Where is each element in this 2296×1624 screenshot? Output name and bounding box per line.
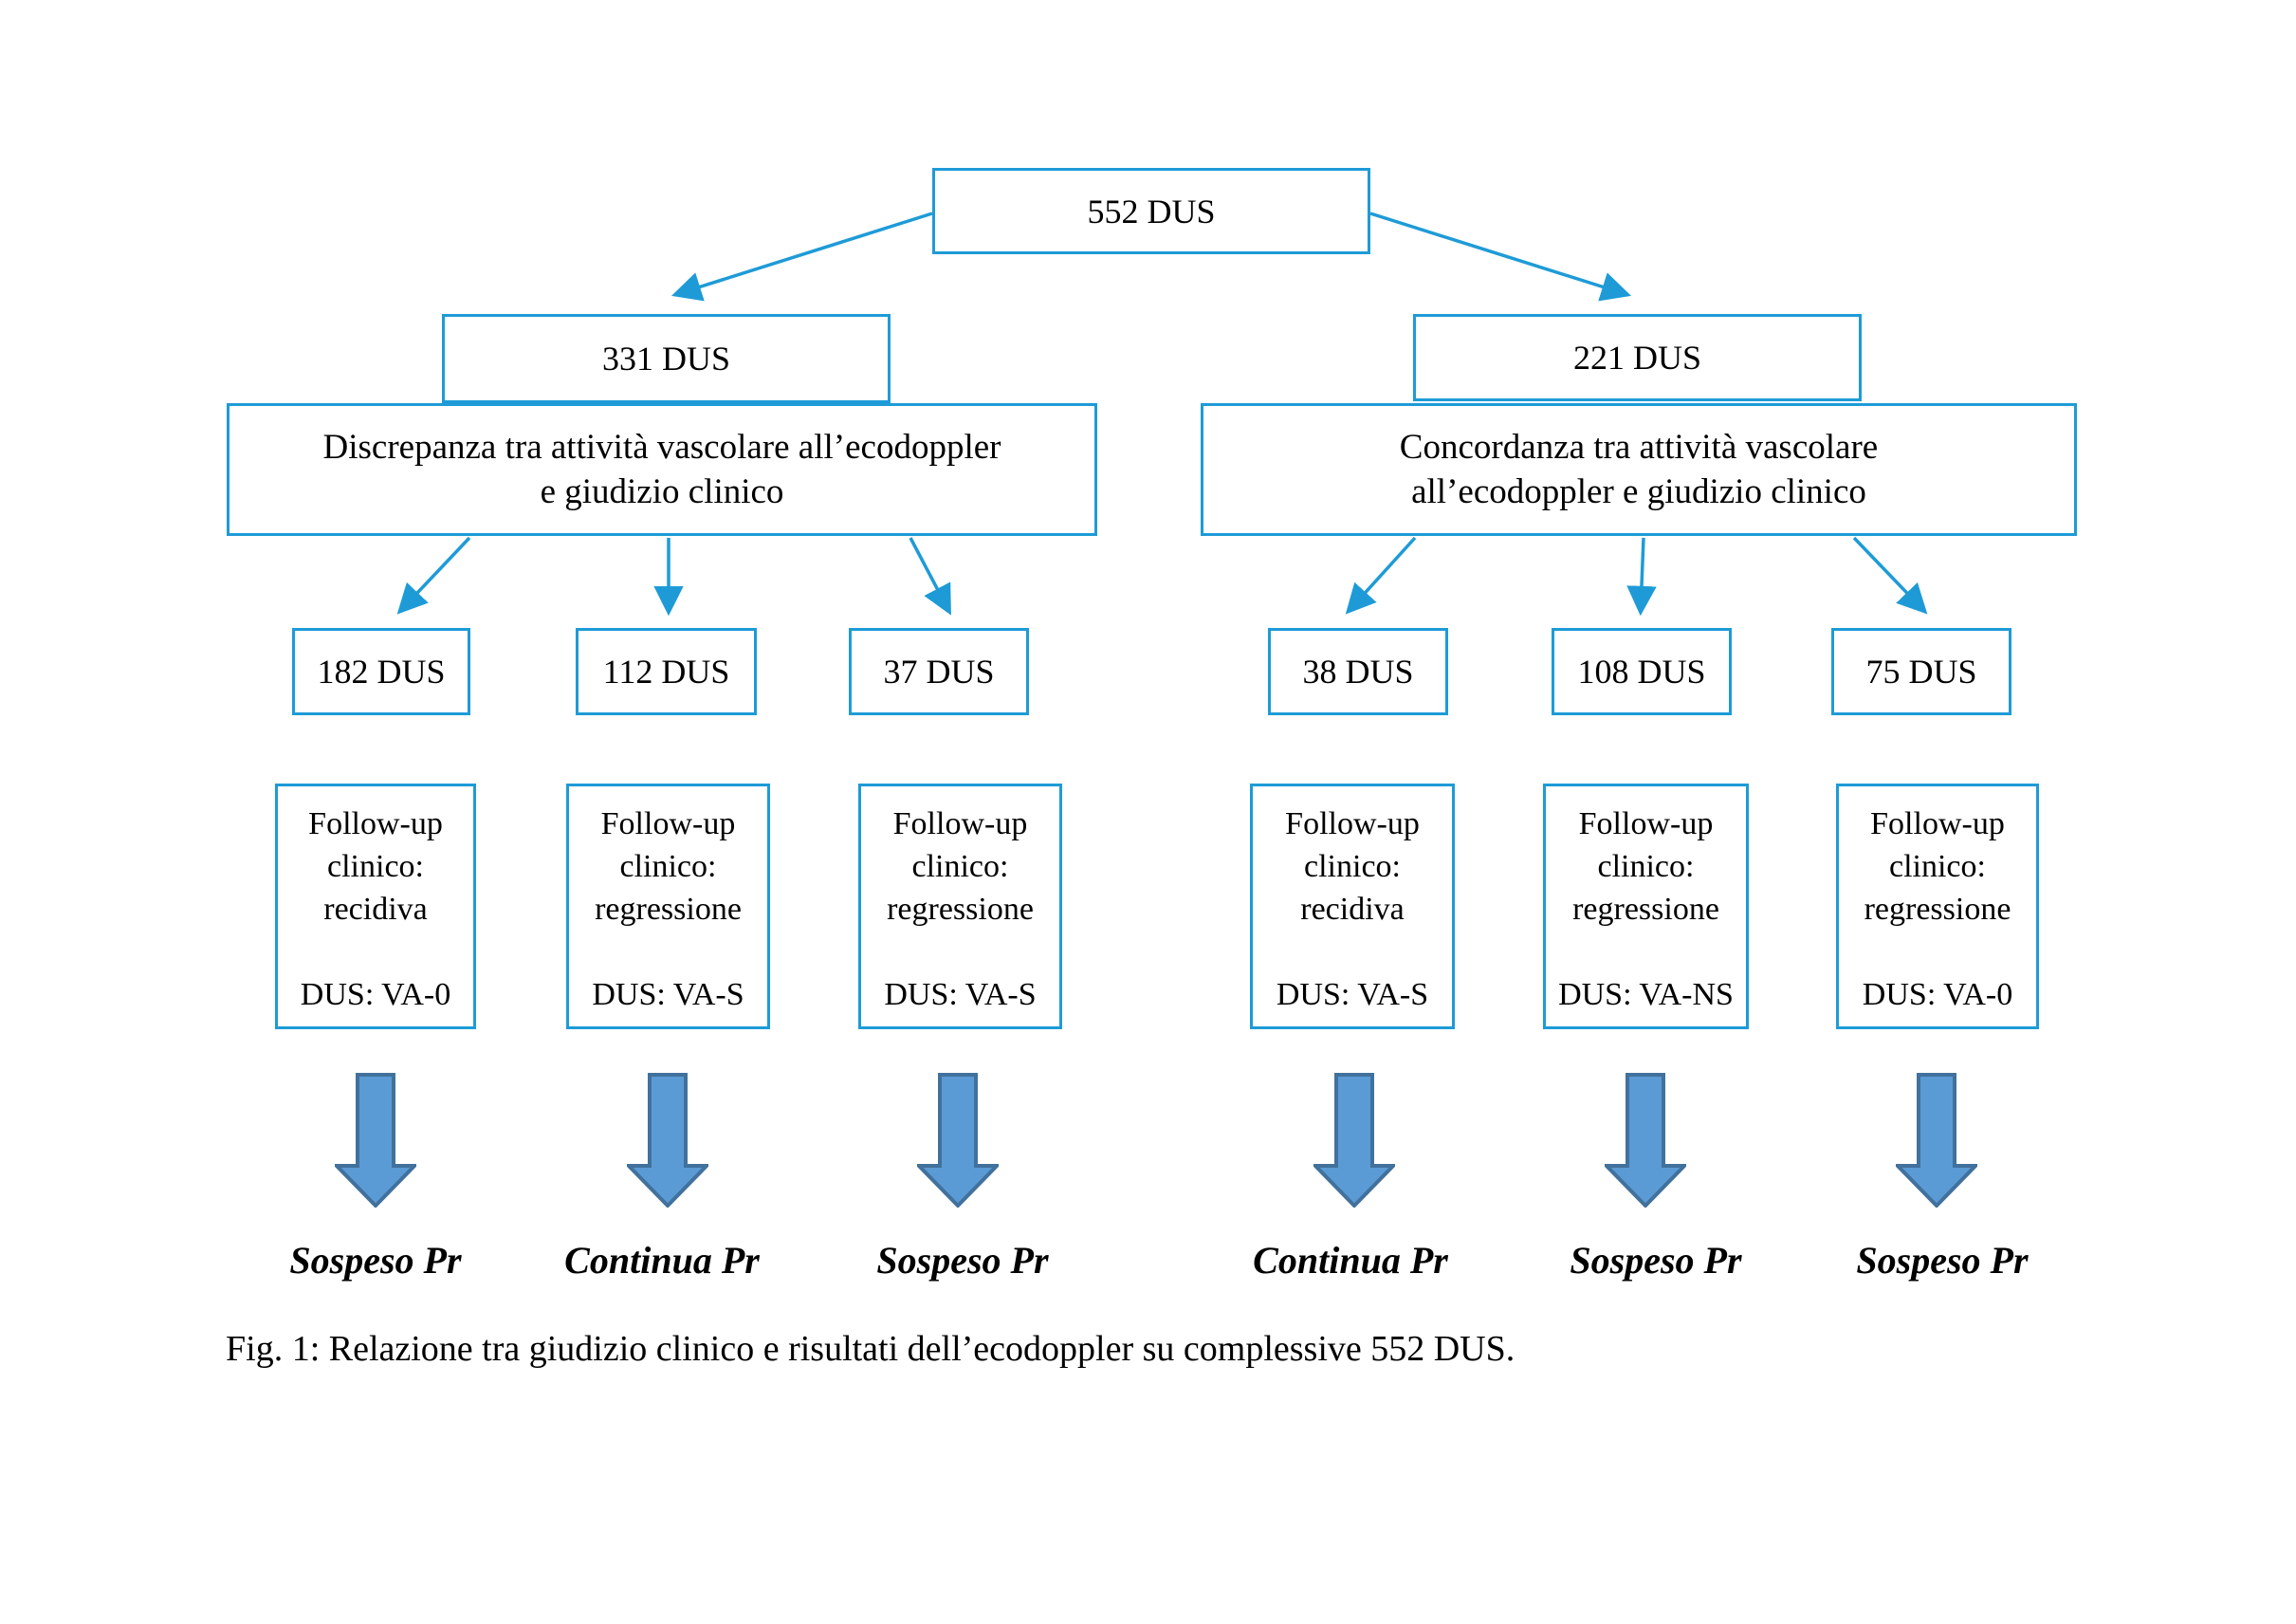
down-block-arrow-5 (1605, 1073, 1686, 1208)
outcome-label-1: Sospeso Pr (289, 1239, 462, 1282)
node-182-dus-label: 182 DUS (317, 653, 446, 691)
figure-caption: Fig. 1: Relazione tra giudizio clinico e… (226, 1329, 1515, 1369)
node-38-dus-label: 38 DUS (1302, 653, 1414, 691)
followup-line: regressione (595, 892, 742, 927)
down-block-arrow-4 (1313, 1073, 1395, 1208)
node-37-dus: 37 DUS (849, 628, 1029, 715)
down-block-arrow-6 (1896, 1073, 1977, 1208)
node-concordanza: Concordanza tra attività vascolare all’e… (1201, 403, 2077, 536)
outcome-label-4: Continua Pr (1253, 1239, 1448, 1282)
arrow-discrepanza-to-37 (909, 537, 951, 616)
node-38-dus: 38 DUS (1268, 628, 1448, 715)
concordanza-line-1: Concordanza tra attività vascolare (1399, 428, 1879, 467)
dus-result-6: DUS: VA-0 (1862, 977, 2013, 1012)
arrow-concordanza-to-75 (1852, 536, 1928, 615)
dus-result-3: DUS: VA-S (884, 977, 1037, 1012)
arrow-root-to-221 (1369, 212, 1632, 302)
followup-line: recidiva (323, 892, 428, 927)
dus-result-1: DUS: VA-0 (300, 977, 451, 1012)
arrow-root-to-331 (670, 212, 933, 302)
followup-line: regressione (887, 892, 1034, 927)
followup-text-5: Follow-up clinico: regressione (1572, 803, 1719, 931)
node-331-dus: 331 DUS (442, 314, 891, 403)
followup-box-6: Follow-up clinico: regressione DUS: VA-0 (1836, 784, 2039, 1029)
arrow-concordanza-to-38 (1345, 536, 1417, 615)
followup-line: Follow-up (1285, 806, 1420, 841)
followup-line: clinico: (1304, 849, 1401, 884)
down-block-arrow-shape (627, 1073, 708, 1208)
arrow-discrepanza-to-182 (396, 536, 471, 615)
node-112-dus-label: 112 DUS (602, 653, 730, 691)
followup-box-1: Follow-up clinico: recidiva DUS: VA-0 (275, 784, 476, 1029)
node-37-dus-label: 37 DUS (883, 653, 995, 691)
node-182-dus: 182 DUS (292, 628, 470, 715)
node-108-dus: 108 DUS (1552, 628, 1732, 715)
discrepanza-line-1: Discrepanza tra attività vascolare all’e… (322, 428, 1001, 467)
followup-text-3: Follow-up clinico: regressione (887, 803, 1034, 931)
node-discrepanza: Discrepanza tra attività vascolare all’e… (227, 403, 1097, 536)
dus-result-4: DUS: VA-S (1276, 977, 1429, 1012)
followup-line: clinico: (619, 849, 717, 884)
followup-line: Follow-up (892, 806, 1028, 841)
down-block-arrow-shape (1313, 1073, 1395, 1208)
node-108-dus-label: 108 DUS (1577, 653, 1706, 691)
followup-line: Follow-up (1870, 806, 2005, 841)
down-block-arrow-shape (1605, 1073, 1686, 1208)
followup-line: Follow-up (600, 806, 736, 841)
followup-box-3: Follow-up clinico: regressione DUS: VA-S (858, 784, 1062, 1029)
node-552-dus-label: 552 DUS (1087, 192, 1216, 231)
down-block-arrow-3 (917, 1073, 999, 1208)
arrow-concordanza-to-108 (1626, 537, 1657, 617)
outcome-label-5: Sospeso Pr (1570, 1239, 1742, 1282)
followup-text-4: Follow-up clinico: recidiva (1285, 803, 1420, 931)
followup-text-2: Follow-up clinico: regressione (595, 803, 742, 931)
followup-text-1: Follow-up clinico: recidiva (308, 803, 443, 931)
down-block-arrow-shape (1896, 1073, 1977, 1208)
dus-result-2: DUS: VA-S (592, 977, 744, 1012)
followup-line: Follow-up (308, 806, 443, 841)
node-112-dus: 112 DUS (576, 628, 757, 715)
followup-line: clinico: (1889, 849, 1986, 884)
node-552-dus: 552 DUS (932, 168, 1370, 254)
followup-line: clinico: (911, 849, 1009, 884)
node-75-dus: 75 DUS (1831, 628, 2011, 715)
followup-line: clinico: (327, 849, 424, 884)
discrepanza-line-2: e giudizio clinico (540, 472, 784, 511)
dus-result-5: DUS: VA-NS (1558, 977, 1734, 1012)
down-block-arrow-shape (335, 1073, 416, 1208)
followup-text-6: Follow-up clinico: regressione (1864, 803, 2011, 931)
followup-line: regressione (1572, 892, 1719, 927)
followup-box-4: Follow-up clinico: recidiva DUS: VA-S (1250, 784, 1455, 1029)
followup-line: regressione (1864, 892, 2011, 927)
node-75-dus-label: 75 DUS (1865, 653, 1977, 691)
outcome-label-6: Sospeso Pr (1856, 1239, 2029, 1282)
node-331-dus-label: 331 DUS (601, 340, 731, 378)
followup-box-2: Follow-up clinico: regressione DUS: VA-S (566, 784, 770, 1029)
node-221-dus-label: 221 DUS (1572, 339, 1702, 377)
down-block-arrow-1 (335, 1073, 416, 1208)
outcome-label-3: Sospeso Pr (876, 1239, 1049, 1282)
followup-box-5: Follow-up clinico: regressione DUS: VA-N… (1543, 784, 1749, 1029)
node-221-dus: 221 DUS (1413, 314, 1862, 401)
concordanza-line-2: all’ecodoppler e giudizio clinico (1411, 472, 1866, 511)
followup-line: Follow-up (1578, 806, 1714, 841)
down-block-arrow-shape (917, 1073, 999, 1208)
followup-line: recidiva (1300, 892, 1405, 927)
outcome-label-2: Continua Pr (564, 1239, 760, 1282)
down-block-arrow-2 (627, 1073, 708, 1208)
followup-line: clinico: (1597, 849, 1695, 884)
